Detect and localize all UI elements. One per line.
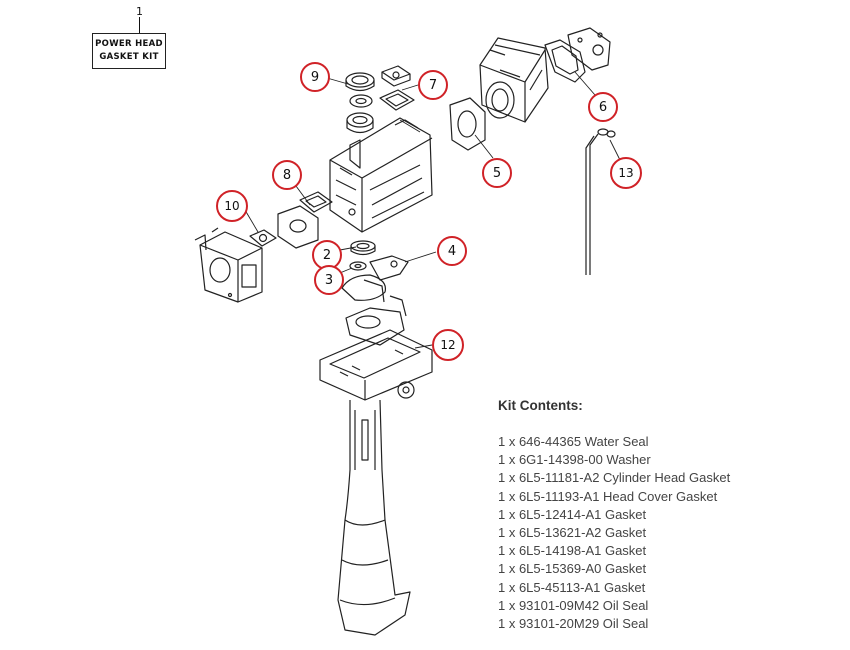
carburetor-gasket [249,229,277,247]
kit-contents-title: Kit Contents: [498,398,583,413]
kit-callout-number: 1 [136,5,143,18]
kit-label-line-2: GASKET KIT [99,52,159,62]
list-item: 1 x 646-44365 Water Seal [498,434,649,449]
water-seal [350,240,376,256]
list-item: 1 x 6L5-45113-A1 Gasket [498,579,646,595]
power-head-gasket-kit-label: POWER HEAD GASKET KIT [92,33,166,69]
exhaust-cover [567,27,611,71]
cylinder-head-gasket [449,97,486,151]
callout-4: 4 [437,236,467,266]
list-item: 1 x 6L5-12414-A1 Gasket [498,506,647,522]
head-cover-gasket [379,89,415,111]
carburetor [194,227,263,303]
bearing-mid [349,94,373,108]
list-item: 1 x 6G1-14398-00 Washer [498,452,651,468]
head-cover [381,65,411,87]
cylinder-block [329,117,433,233]
leader-lines [244,71,621,349]
callout-5: 5 [482,158,512,188]
fuel-pipe [585,128,616,275]
callout-8: 9 [300,62,330,92]
reed-plate [277,205,319,249]
crankcase-gasket [341,255,409,301]
list-item: 1 x 6L5-14198-A1 Gasket [498,543,647,559]
callout-10: 10 [216,190,248,222]
callout-12: 12 [432,329,464,361]
bearing-upper [346,112,374,134]
cylinder-head [479,37,549,123]
callout-3: 3 [314,265,344,295]
upper-casing [345,279,407,346]
kit-contents: Kit Contents: 1 x 646-44365 Water Seal 1… [498,398,828,633]
list-item: 1 x 93101-09M42 Oil Seal [498,597,649,613]
kit-leader-line [139,17,140,33]
callout-7: 7 [418,70,448,100]
mount-gasket [319,329,433,401]
list-item: 1 x 6L5-13621-A2 Gasket [498,525,647,541]
drive-shaft-housing [337,399,411,636]
callout-13: 13 [610,157,642,189]
callout-9: 8 [272,160,302,190]
oil-seal-upper [345,72,375,92]
list-item: 1 x 93101-20M29 Oil Seal [498,616,649,632]
callout-6: 6 [588,92,618,122]
kit-label-line-1: POWER HEAD [95,39,163,49]
list-item: 1 x 6L5-11193-A1 Head Cover Gasket [498,488,718,504]
exhaust-gasket [544,39,586,83]
intake-gasket [299,191,333,213]
list-item: 1 x 6L5-11181-A2 Cylinder Head Gasket [498,470,731,486]
kit-contents-list: 1 x 646-44365 Water Seal 1 x 6G1-14398-0… [498,433,828,633]
list-item: 1 x 6L5-15369-A0 Gasket [498,561,647,577]
washer [349,261,367,271]
